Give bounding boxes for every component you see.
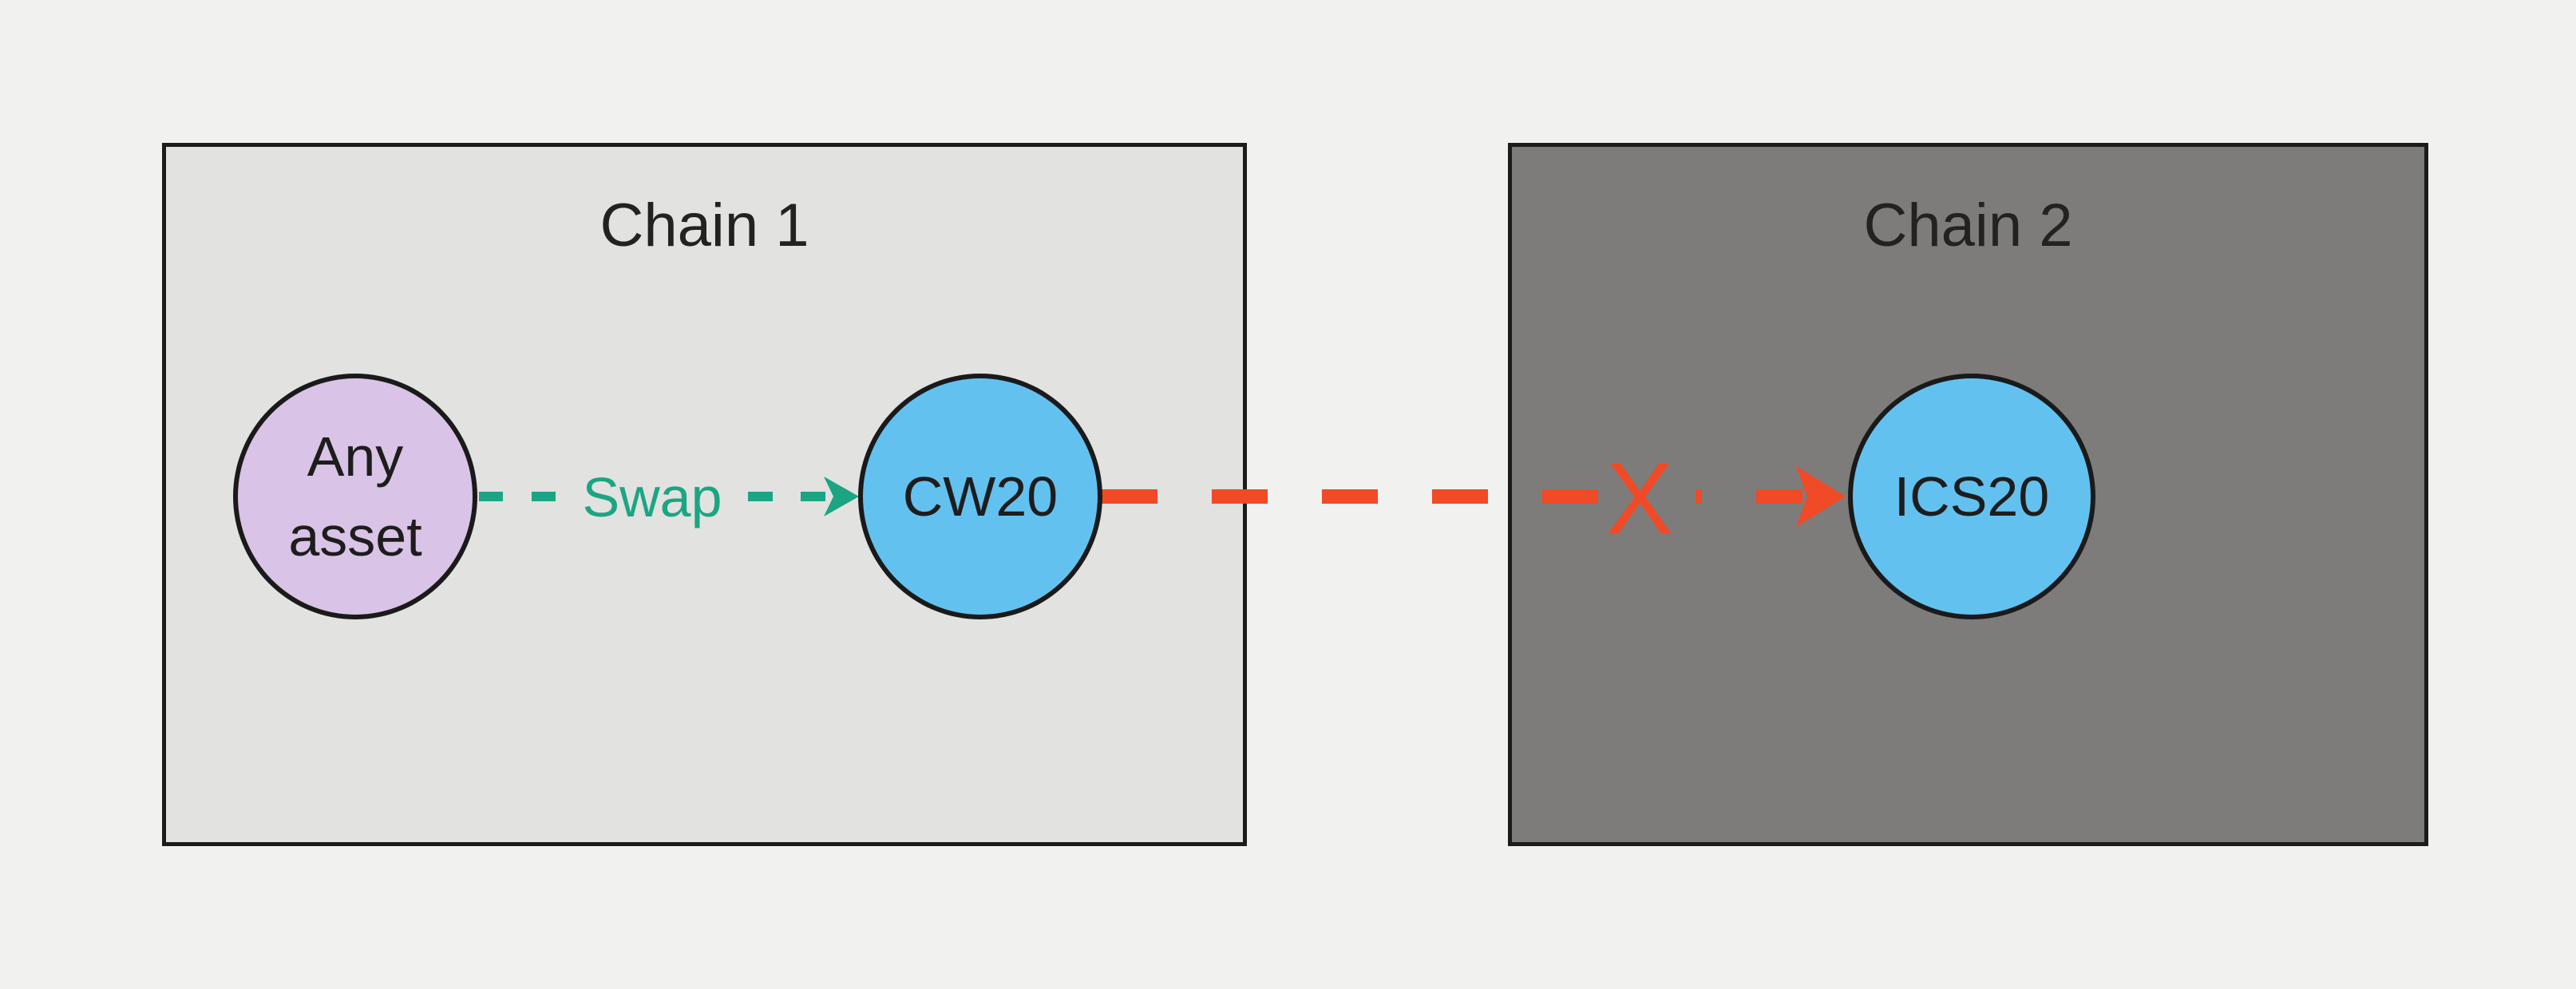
ics20-label: ICS20 — [1893, 465, 2050, 528]
any-asset-label-line1: Any — [307, 425, 404, 488]
any-asset-node: Any asset — [233, 374, 477, 619]
chain2-title: Chain 2 — [1863, 192, 2073, 259]
any-asset-label-line2: asset — [288, 505, 422, 568]
chain1-title: Chain 1 — [599, 192, 809, 259]
ics20-node: ICS20 — [1848, 374, 2095, 619]
cw20-label: CW20 — [902, 465, 1058, 528]
cw20-node: CW20 — [858, 374, 1102, 619]
